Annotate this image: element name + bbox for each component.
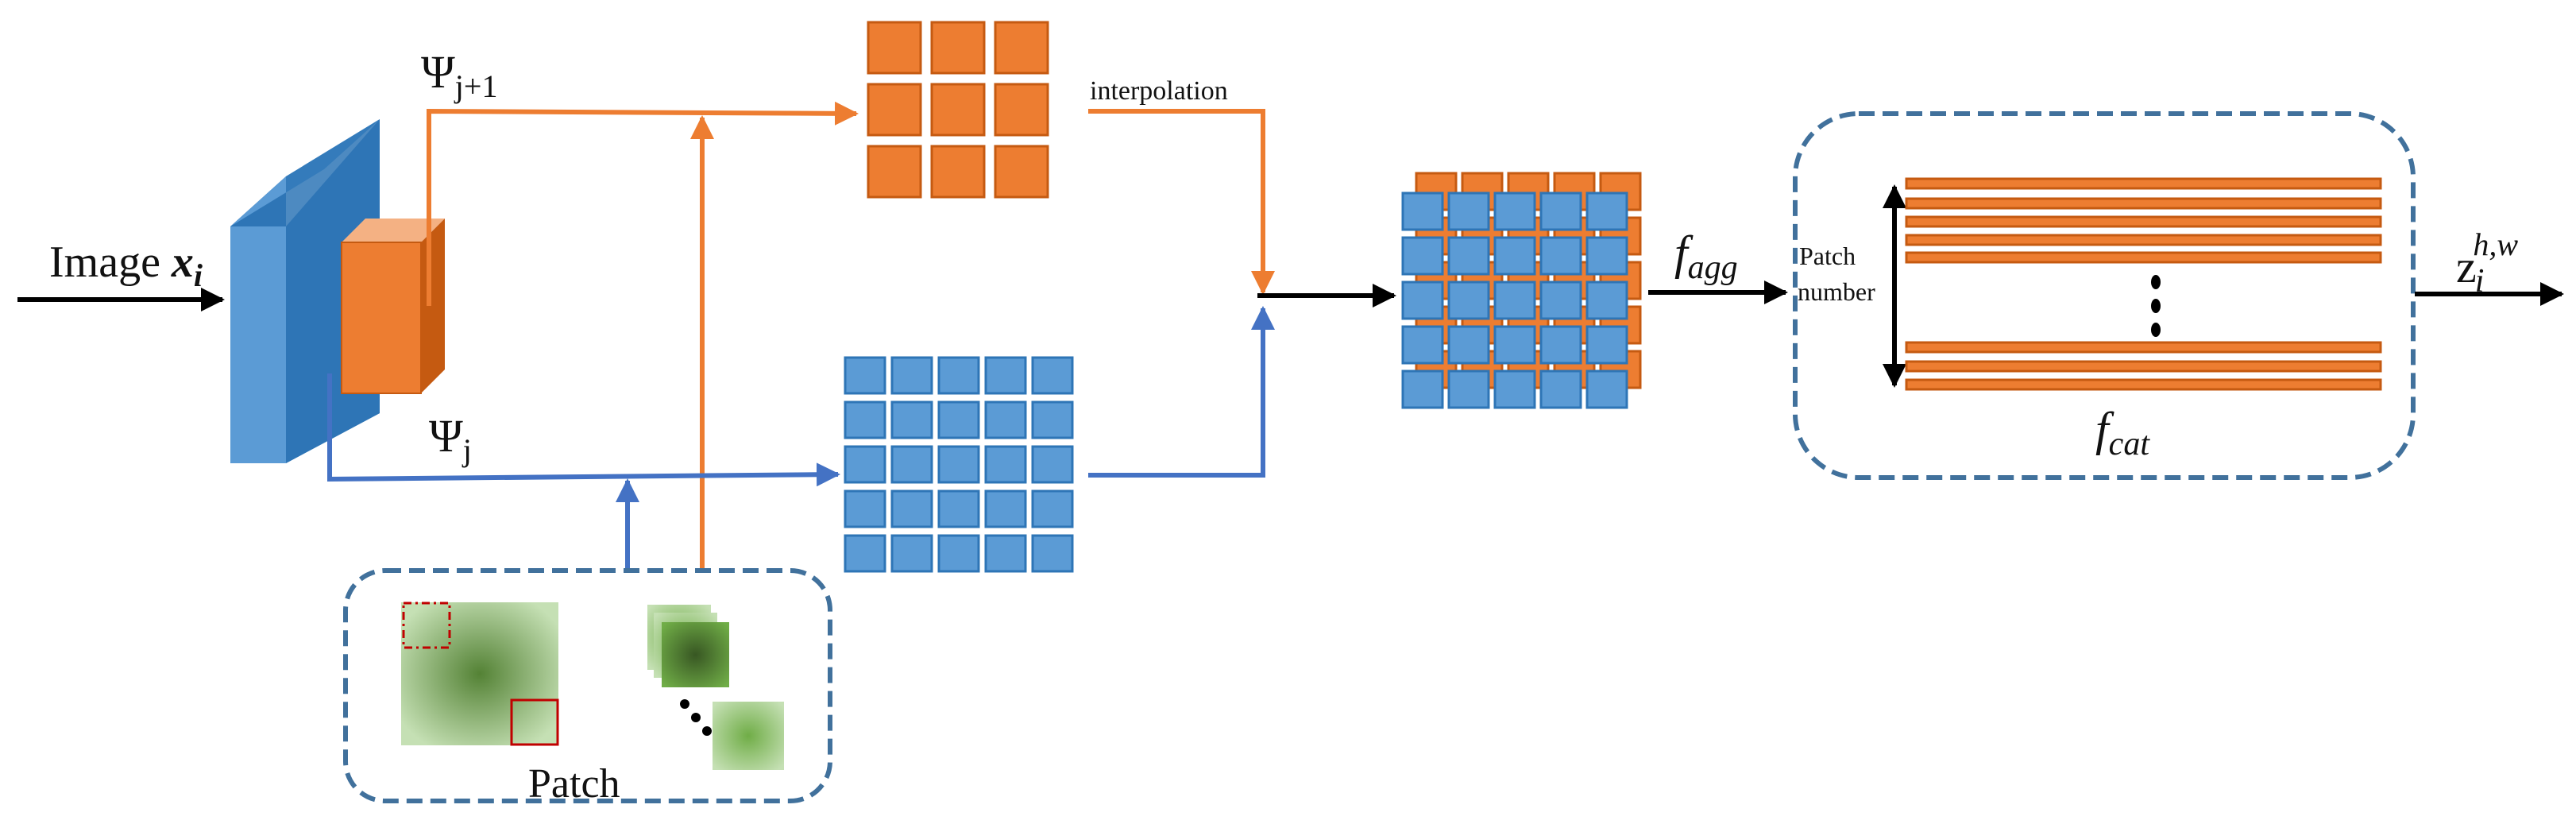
feature-bar [1905, 251, 2382, 264]
stacked-blue-cell [1585, 369, 1628, 409]
blue-cell [890, 356, 933, 395]
stacked-blue-grid [1401, 191, 1628, 409]
stacked-blue-cell [1493, 325, 1536, 365]
output-label: zih,w [2456, 226, 2518, 300]
stacked-blue-cell [1539, 236, 1582, 276]
orange-cell [930, 83, 986, 137]
patch-feature-bars [1905, 177, 2382, 391]
stacked-blue-cell [1401, 280, 1444, 320]
feature-bar [1905, 197, 2382, 210]
feature-bar [1905, 341, 2382, 354]
stacked-blue-cell [1447, 191, 1490, 231]
orange-cell [867, 83, 922, 137]
stacked-blue-cell [1493, 369, 1536, 409]
diagonal-dots [680, 699, 712, 736]
patch-image [401, 602, 558, 745]
blue-cell [890, 489, 933, 528]
blue-cell [984, 356, 1027, 395]
feature-bar [1905, 215, 2382, 228]
psi-j1-label: Ψj+1 [421, 46, 497, 104]
stacked-blue-cell [1539, 325, 1582, 365]
stacked-blue-cell [1539, 280, 1582, 320]
blue-cell [937, 489, 980, 528]
blue-cell [937, 356, 980, 395]
stacked-blue-cell [1585, 236, 1628, 276]
patch-window-dashed [402, 602, 451, 649]
orange-cell [867, 145, 922, 199]
blue-cell [984, 534, 1027, 573]
blue-cell [844, 356, 886, 395]
stacked-blue-cell [1539, 191, 1582, 231]
stacked-blue-cell [1493, 280, 1536, 320]
blue-cell [937, 534, 980, 573]
blue-cell [937, 400, 980, 439]
blue-cell [844, 400, 886, 439]
interpolation-label: interpolation [1090, 76, 1228, 106]
blue-cell [984, 400, 1027, 439]
psi-j-path [327, 373, 840, 487]
blue-feature-grid [844, 356, 1074, 573]
patch-box [343, 568, 832, 803]
stacked-blue-cell [1447, 325, 1490, 365]
patch-label: Patch [528, 761, 620, 807]
blue-cell [1031, 534, 1074, 573]
stacked-blue-cell [1447, 369, 1490, 409]
orange-cell [867, 21, 922, 75]
stacked-blue-cell [1585, 191, 1628, 231]
stacked-blue-cell [1493, 191, 1536, 231]
feature-bar [1905, 234, 2382, 246]
patch-thumb-4 [713, 702, 784, 770]
blue-cell [984, 445, 1027, 484]
blue-cell [1031, 445, 1074, 484]
f-cat-box [1793, 111, 2416, 480]
psi-j-label: Ψj [429, 410, 472, 468]
feature-cube [341, 219, 445, 394]
blue-cell [1031, 489, 1074, 528]
stacked-blue-cell [1401, 325, 1444, 365]
blue-cell [844, 445, 886, 484]
stacked-blue-cell [1585, 280, 1628, 320]
feature-bar [1905, 378, 2382, 391]
stacked-blue-cell [1447, 280, 1490, 320]
orange-cell [994, 83, 1049, 137]
patch-thumb-3 [662, 622, 729, 687]
blue-to-merge-arrow [1088, 306, 1275, 478]
image-label: Image xi [49, 238, 203, 293]
blue-cell [844, 534, 886, 573]
vertical-dots [2151, 275, 2161, 337]
orange-cell [994, 145, 1049, 199]
orange-cell [930, 145, 986, 199]
patch-window-solid [510, 698, 559, 746]
psi-j1-path [427, 101, 859, 306]
orange-cell [930, 21, 986, 75]
stacked-blue-cell [1585, 325, 1628, 365]
stacked-blue-cell [1493, 236, 1536, 276]
feature-bar [1905, 360, 2382, 373]
feature-bar [1905, 177, 2382, 190]
blue-cell [844, 489, 886, 528]
patch-number-label: Patch number [1798, 242, 1875, 306]
stacked-blue-cell [1401, 236, 1444, 276]
f-cat-label: fcat [2095, 403, 2150, 462]
stacked-blue-cell [1539, 369, 1582, 409]
blue-cell [937, 445, 980, 484]
blue-cell [984, 489, 1027, 528]
stacked-blue-cell [1401, 191, 1444, 231]
interpolation-arrow [1088, 109, 1275, 295]
blue-cell [1031, 400, 1074, 439]
blue-cell [1031, 356, 1074, 395]
blue-cell [890, 534, 933, 573]
stacked-blue-cell [1401, 369, 1444, 409]
f-agg-label: fagg [1674, 226, 1738, 286]
blue-cell [890, 400, 933, 439]
blue-cell [890, 445, 933, 484]
orange-feature-grid [867, 21, 1049, 199]
stacked-blue-cell [1447, 236, 1490, 276]
orange-cell [994, 21, 1049, 75]
